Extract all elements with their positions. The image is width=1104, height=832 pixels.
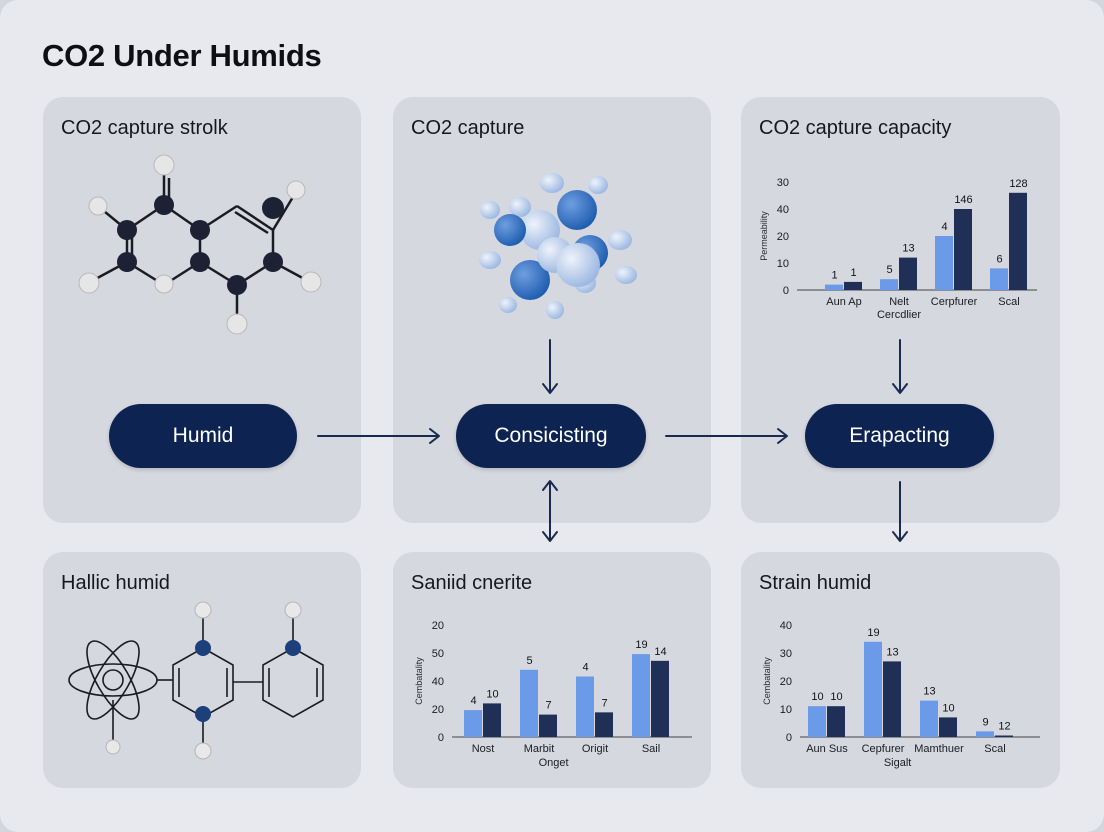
category-label: Cepfurer: [862, 743, 905, 755]
molecule-cluster-icon: [479, 173, 637, 319]
y-tick-label: 20: [432, 620, 444, 632]
bar-value-label: 4: [470, 695, 476, 707]
y-tick-label: 40: [780, 620, 792, 632]
bar: [883, 661, 901, 737]
bar: [827, 706, 845, 737]
bar: [520, 669, 538, 737]
category-label: Cerpfurer: [931, 296, 978, 308]
y-tick-label: 0: [786, 732, 792, 744]
bar: [576, 676, 594, 737]
panel-title: Hallic humid: [61, 572, 170, 594]
bar: [825, 284, 843, 290]
category-label: Scal: [998, 296, 1019, 308]
bar: [899, 257, 917, 290]
bar-value-label: 9: [982, 716, 988, 728]
bar: [632, 654, 650, 737]
humid-node[interactable]: Humid: [109, 404, 297, 468]
panel-title: CO2 capture capacity: [759, 117, 952, 139]
atom-and-rings-icon: [68, 601, 324, 760]
bar: [954, 209, 972, 290]
y-tick-label: 10: [777, 258, 789, 270]
bar-value-label: 14: [654, 646, 666, 658]
bar-value-label: 4: [582, 662, 588, 674]
bar-value-label: 146: [954, 194, 972, 206]
y-tick-label: 20: [777, 231, 789, 243]
bar-value-label: 1: [850, 267, 856, 279]
bar: [651, 660, 669, 737]
category-label: Scal: [984, 743, 1005, 755]
bar: [464, 710, 482, 737]
panel-title: CO2 capture: [411, 117, 525, 139]
bar-value-label: 7: [545, 700, 551, 712]
y-tick-label: 50: [432, 648, 444, 660]
molecule-hexagon-icon: [78, 154, 322, 335]
bar-value-label: 12: [998, 721, 1010, 733]
bar: [808, 706, 826, 737]
x-axis-label: Sigalt: [884, 757, 912, 769]
bar-value-label: 10: [830, 691, 842, 703]
erapacting-node[interactable]: Erapacting: [805, 404, 994, 468]
y-tick-label: 20: [432, 704, 444, 716]
bar-value-label: 5: [886, 264, 892, 276]
bar: [483, 703, 501, 737]
bar: [976, 731, 994, 737]
bar: [920, 700, 938, 737]
category-label: Origit: [582, 743, 608, 755]
bar: [990, 268, 1008, 290]
panel-title: CO2 capture strolk: [61, 117, 228, 139]
bar: [880, 279, 898, 290]
category-label: Mamthuer: [914, 743, 964, 755]
panel-title: Strain humid: [759, 572, 872, 594]
bar-value-label: 13: [923, 686, 935, 698]
category-label: Sail: [642, 743, 660, 755]
bar: [539, 714, 557, 737]
bar-value-label: 6: [996, 253, 1002, 265]
bar: [595, 712, 613, 737]
bar-value-label: 19: [867, 627, 879, 639]
bar: [935, 236, 953, 290]
bar-value-label: 128: [1009, 178, 1027, 190]
bar-value-label: 1: [831, 270, 837, 282]
bar-value-label: 13: [886, 646, 898, 658]
y-tick-label: 40: [432, 676, 444, 688]
consicisting-node[interactable]: Consicisting: [456, 404, 646, 468]
bar-value-label: 5: [526, 655, 532, 667]
y-axis-label: Cembatality: [762, 657, 772, 705]
y-axis-label: Cembatality: [414, 657, 424, 705]
bar: [844, 281, 862, 290]
y-tick-label: 0: [783, 285, 789, 297]
y-tick-label: 10: [780, 704, 792, 716]
category-label: Nelt: [889, 296, 909, 308]
bar: [864, 641, 882, 737]
bar-value-label: 13: [902, 243, 914, 255]
bar-value-label: 7: [601, 697, 607, 709]
bar: [939, 717, 957, 737]
y-tick-label: 20: [780, 676, 792, 688]
category-label: Marbit: [524, 743, 555, 755]
bar: [1009, 192, 1027, 290]
y-tick-label: 30: [780, 648, 792, 660]
y-axis-label: Permeability: [759, 211, 769, 261]
bar-value-label: 19: [635, 639, 647, 651]
category-label: Aun Sus: [806, 743, 848, 755]
page-title: CO2 Under Humids: [42, 38, 322, 73]
y-tick-label: 0: [438, 732, 444, 744]
bar-value-label: 10: [942, 702, 954, 714]
bar: [995, 735, 1013, 737]
bar-value-label: 4: [941, 221, 947, 233]
category-label: Nost: [472, 743, 495, 755]
bar-value-label: 10: [486, 688, 498, 700]
y-tick-label: 40: [777, 204, 789, 216]
panel-title: Saniid cnerite: [411, 572, 533, 594]
category-label: Aun Ap: [826, 296, 861, 308]
x-axis-label: Onget: [539, 757, 569, 769]
category-label: Cercdlier: [877, 309, 921, 321]
bar-value-label: 10: [811, 691, 823, 703]
y-tick-label: 30: [777, 177, 789, 189]
